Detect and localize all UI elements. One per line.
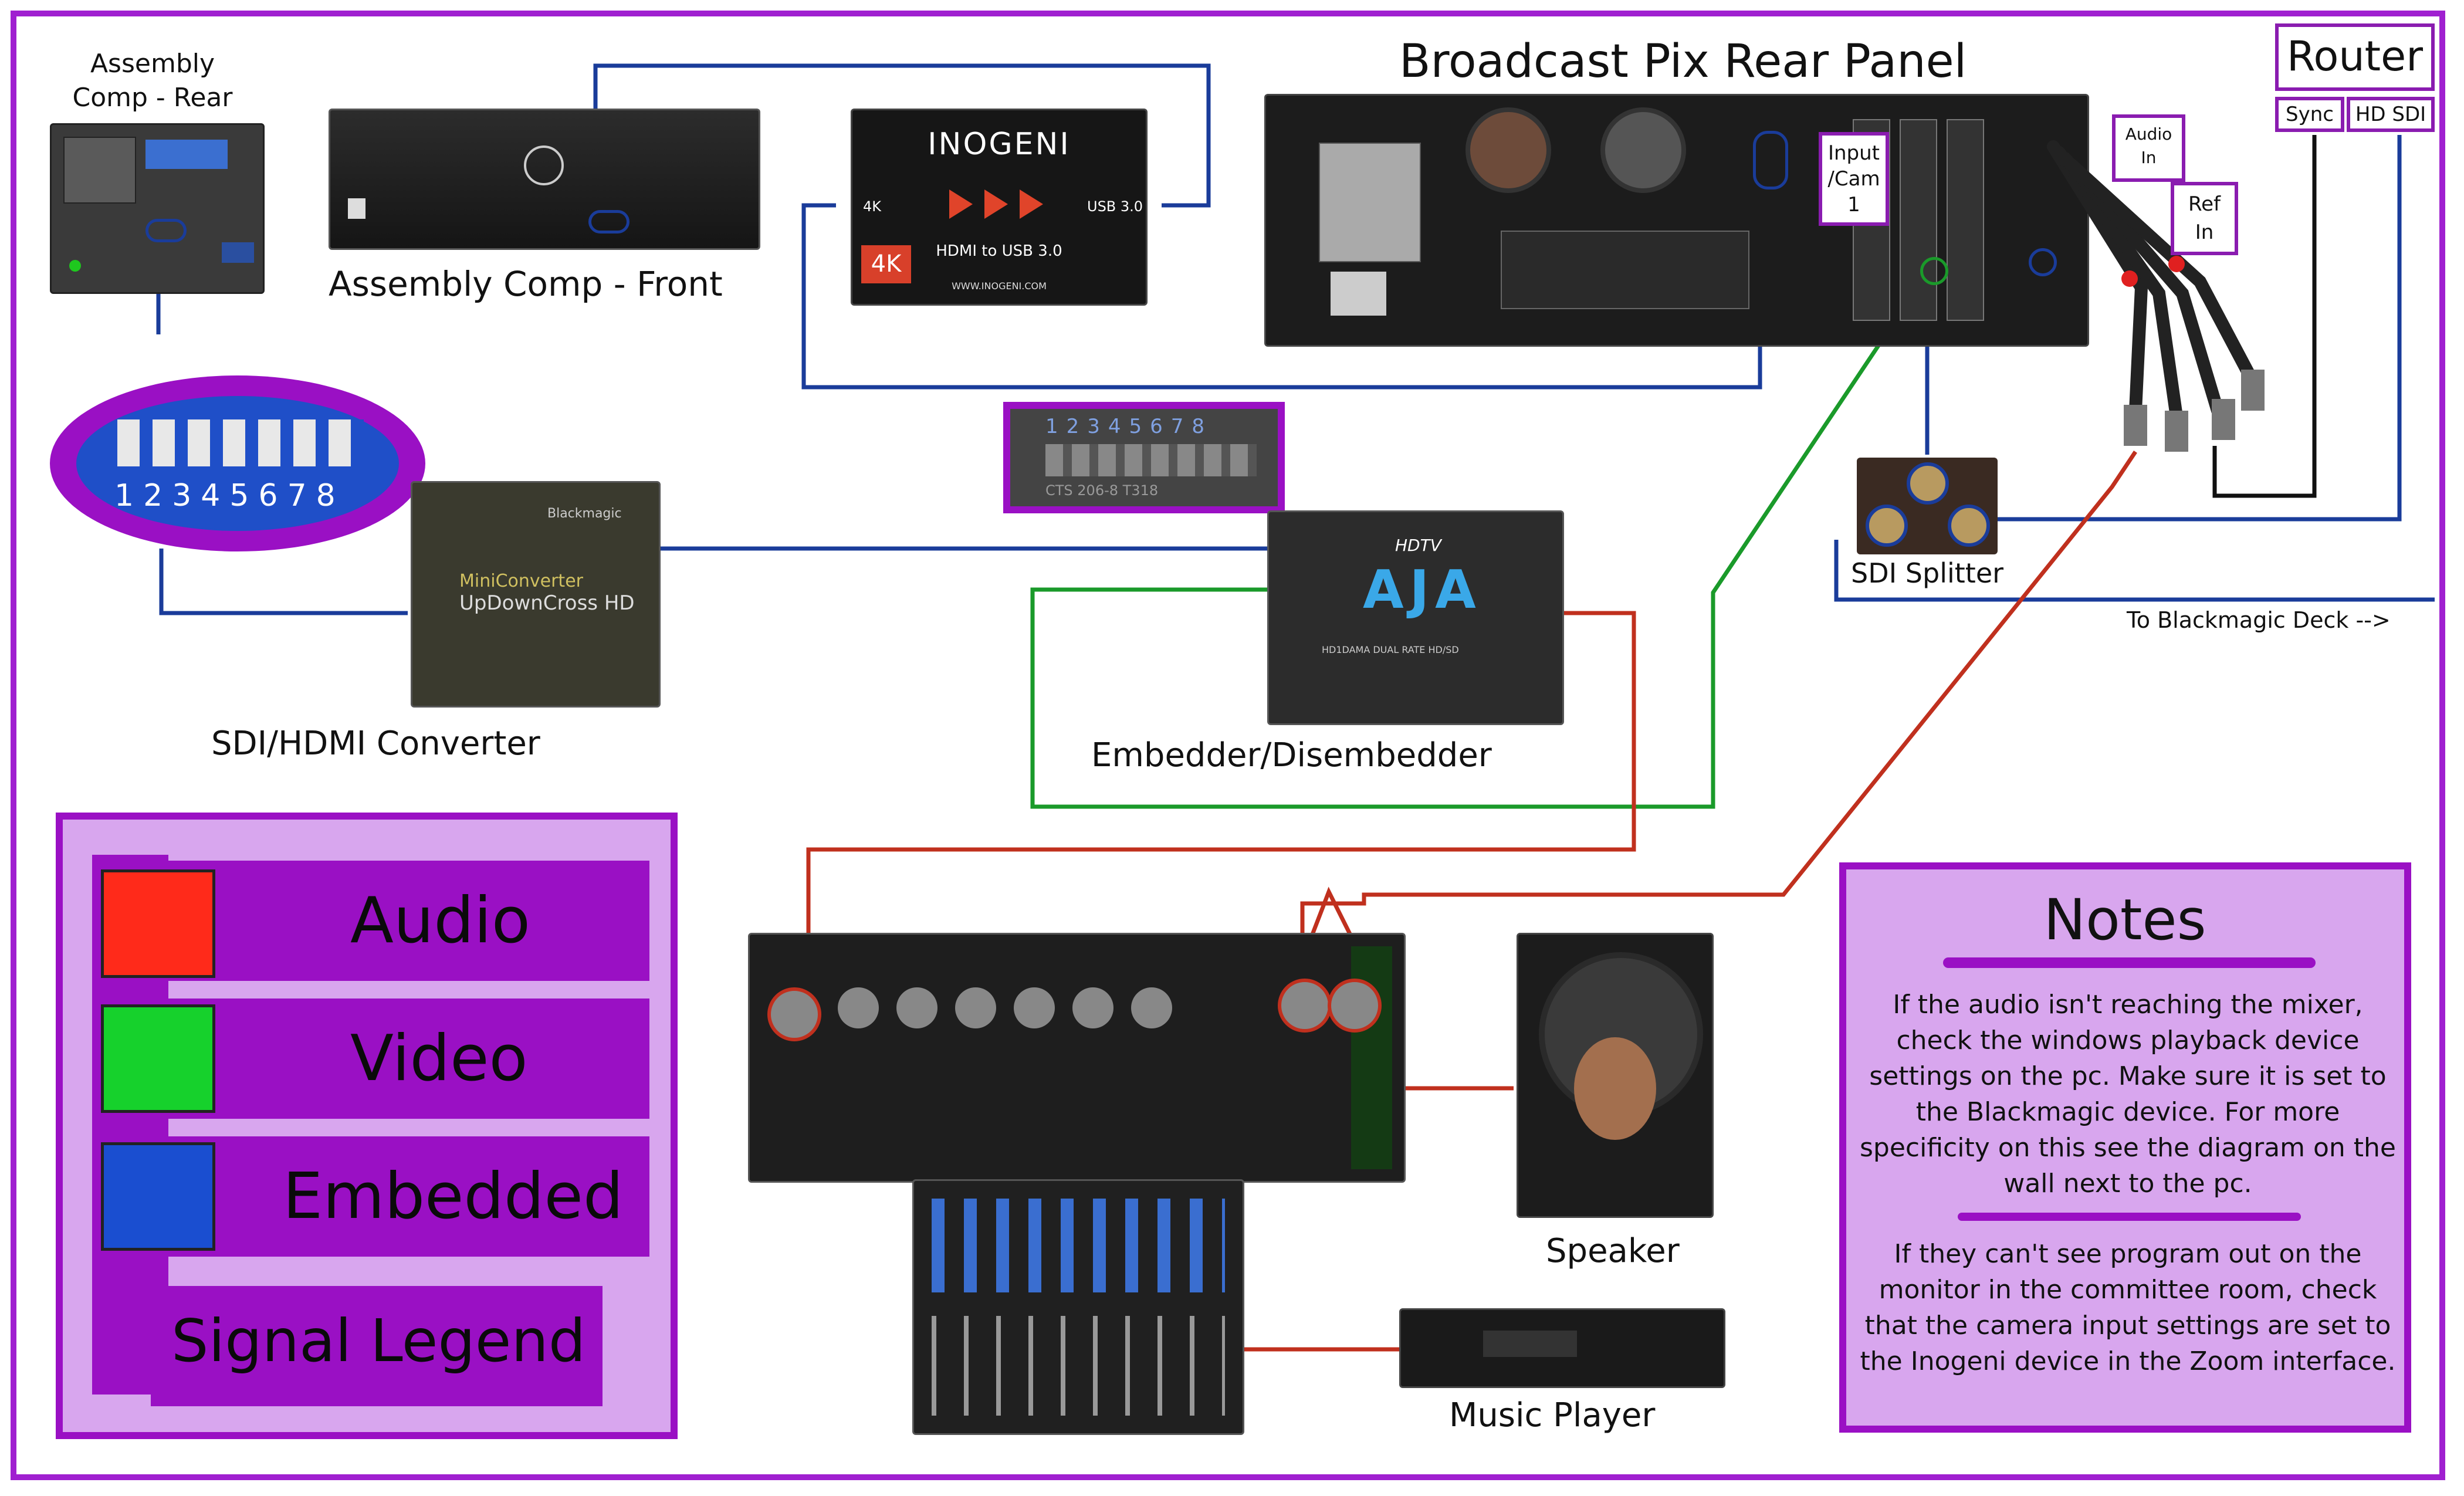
dip-switch-callout: 12345678	[50, 375, 425, 551]
router-sync-port: Sync	[2275, 97, 2344, 132]
assembly-rear-image	[50, 123, 265, 294]
page-frame	[11, 11, 2445, 1480]
legend-swatch-video	[101, 1004, 215, 1113]
page-title: Broadcast Pix Rear Panel	[1399, 35, 1967, 88]
wire-embedder-audio-to-mixer	[806, 611, 1636, 989]
converter-line1: MiniConverter	[459, 571, 583, 591]
legend-swatch-embedded	[101, 1142, 215, 1251]
inogeni-subtitle: HDMI to USB 3.0	[936, 242, 1062, 260]
music-player-label: Music Player	[1449, 1396, 1656, 1434]
legend-swatch-audio	[101, 869, 215, 978]
legend-label-video: Video	[350, 1022, 528, 1095]
inogeni-device: INOGENI 4K USB 3.0 4K HDMI to USB 3.0 WW…	[851, 109, 1148, 306]
wire-bpix-audio-to-mixer	[1300, 451, 2137, 968]
notes-paragraph-2: If they can't see program out on the mon…	[1860, 1239, 2396, 1376]
notes-title: Notes	[2043, 887, 2206, 953]
embedder-brand: AJA	[1363, 559, 1482, 621]
wire-dip-to-converter	[159, 549, 408, 615]
legend-title: Signal Legend	[171, 1307, 586, 1375]
inogeni-url: WWW.INOGENI.COM	[952, 280, 1047, 292]
deck-label: To Blackmagic Deck -->	[2127, 607, 2391, 633]
audio-mixer	[748, 933, 1406, 1183]
inogeni-port-right: USB 3.0	[1087, 198, 1143, 215]
notes-paragraph-1: If the audio isn't reaching the mixer, c…	[1859, 990, 2396, 1199]
legend-label-embedded: Embedded	[283, 1160, 624, 1233]
converter-label: SDI/HDMI Converter	[211, 725, 540, 763]
aja-embedder: HDTV AJA HD1DAMA DUAL RATE HD/SD	[1267, 510, 1564, 725]
router-hd-sdi-port: HD SDI	[2347, 97, 2435, 132]
inogeni-port-left: 4K	[863, 198, 882, 215]
assembly-front-image	[329, 109, 760, 250]
embedder-model: HD1DAMA DUAL RATE HD/SD	[1322, 644, 1459, 655]
assembly-rear-label: Assembly Comp - Rear	[72, 49, 233, 113]
wire-deck-line	[1834, 540, 2435, 602]
embedder-sub: HDTV	[1395, 536, 1441, 555]
callout-input-cam: Input /Cam 1	[1819, 132, 1889, 226]
music-player	[1399, 1308, 1725, 1388]
signal-legend: Audio Video Embedded Signal Legend	[56, 813, 678, 1439]
embedder-label: Embedder/Disembedder	[1091, 736, 1492, 774]
router-title: Router	[2275, 23, 2435, 91]
dip-small-label: CTS 206-8 T318	[1045, 482, 1159, 499]
notes-panel: Notes If the audio isn't reaching the mi…	[1839, 862, 2411, 1433]
callout-audio-in: Audio In	[2112, 114, 2185, 182]
broadcast-pix-rear-panel	[1264, 94, 2089, 347]
notes-divider-2	[1958, 1213, 2301, 1221]
wire-embedder-to-bpix-video	[1030, 263, 1935, 809]
dip-switch-2: 12345678 CTS 206-8 T318	[1003, 402, 1285, 513]
wire-router-sync	[2212, 135, 2317, 498]
mixer-faders	[912, 1179, 1244, 1435]
notes-divider-1	[1943, 957, 2316, 968]
legend-label-audio: Audio	[350, 884, 530, 957]
inogeni-brand: INOGENI	[928, 127, 1071, 162]
callout-ref-in: Ref In	[2171, 182, 2238, 255]
converter-brand: Blackmagic	[547, 506, 622, 521]
sdi-hdmi-converter: Blackmagic MiniConverter UpDownCross HD	[411, 481, 661, 708]
speaker-label: Speaker	[1546, 1232, 1680, 1270]
speaker	[1517, 933, 1714, 1218]
assembly-front-label: Assembly Comp - Front	[329, 264, 723, 304]
sdi-splitter	[1857, 458, 1998, 554]
converter-line2: UpDownCross HD	[459, 591, 635, 615]
speaker-face	[1574, 1037, 1656, 1140]
breakout-cable-image	[2047, 140, 2265, 452]
inogeni-arrows-icon	[949, 189, 1043, 219]
dip-numbers: 12345678	[114, 478, 345, 513]
inogeni-4k-badge: 4K	[861, 245, 911, 283]
sdi-splitter-label: SDI Splitter	[1851, 557, 2004, 589]
wire-splitter-to-deck	[1936, 135, 2402, 522]
